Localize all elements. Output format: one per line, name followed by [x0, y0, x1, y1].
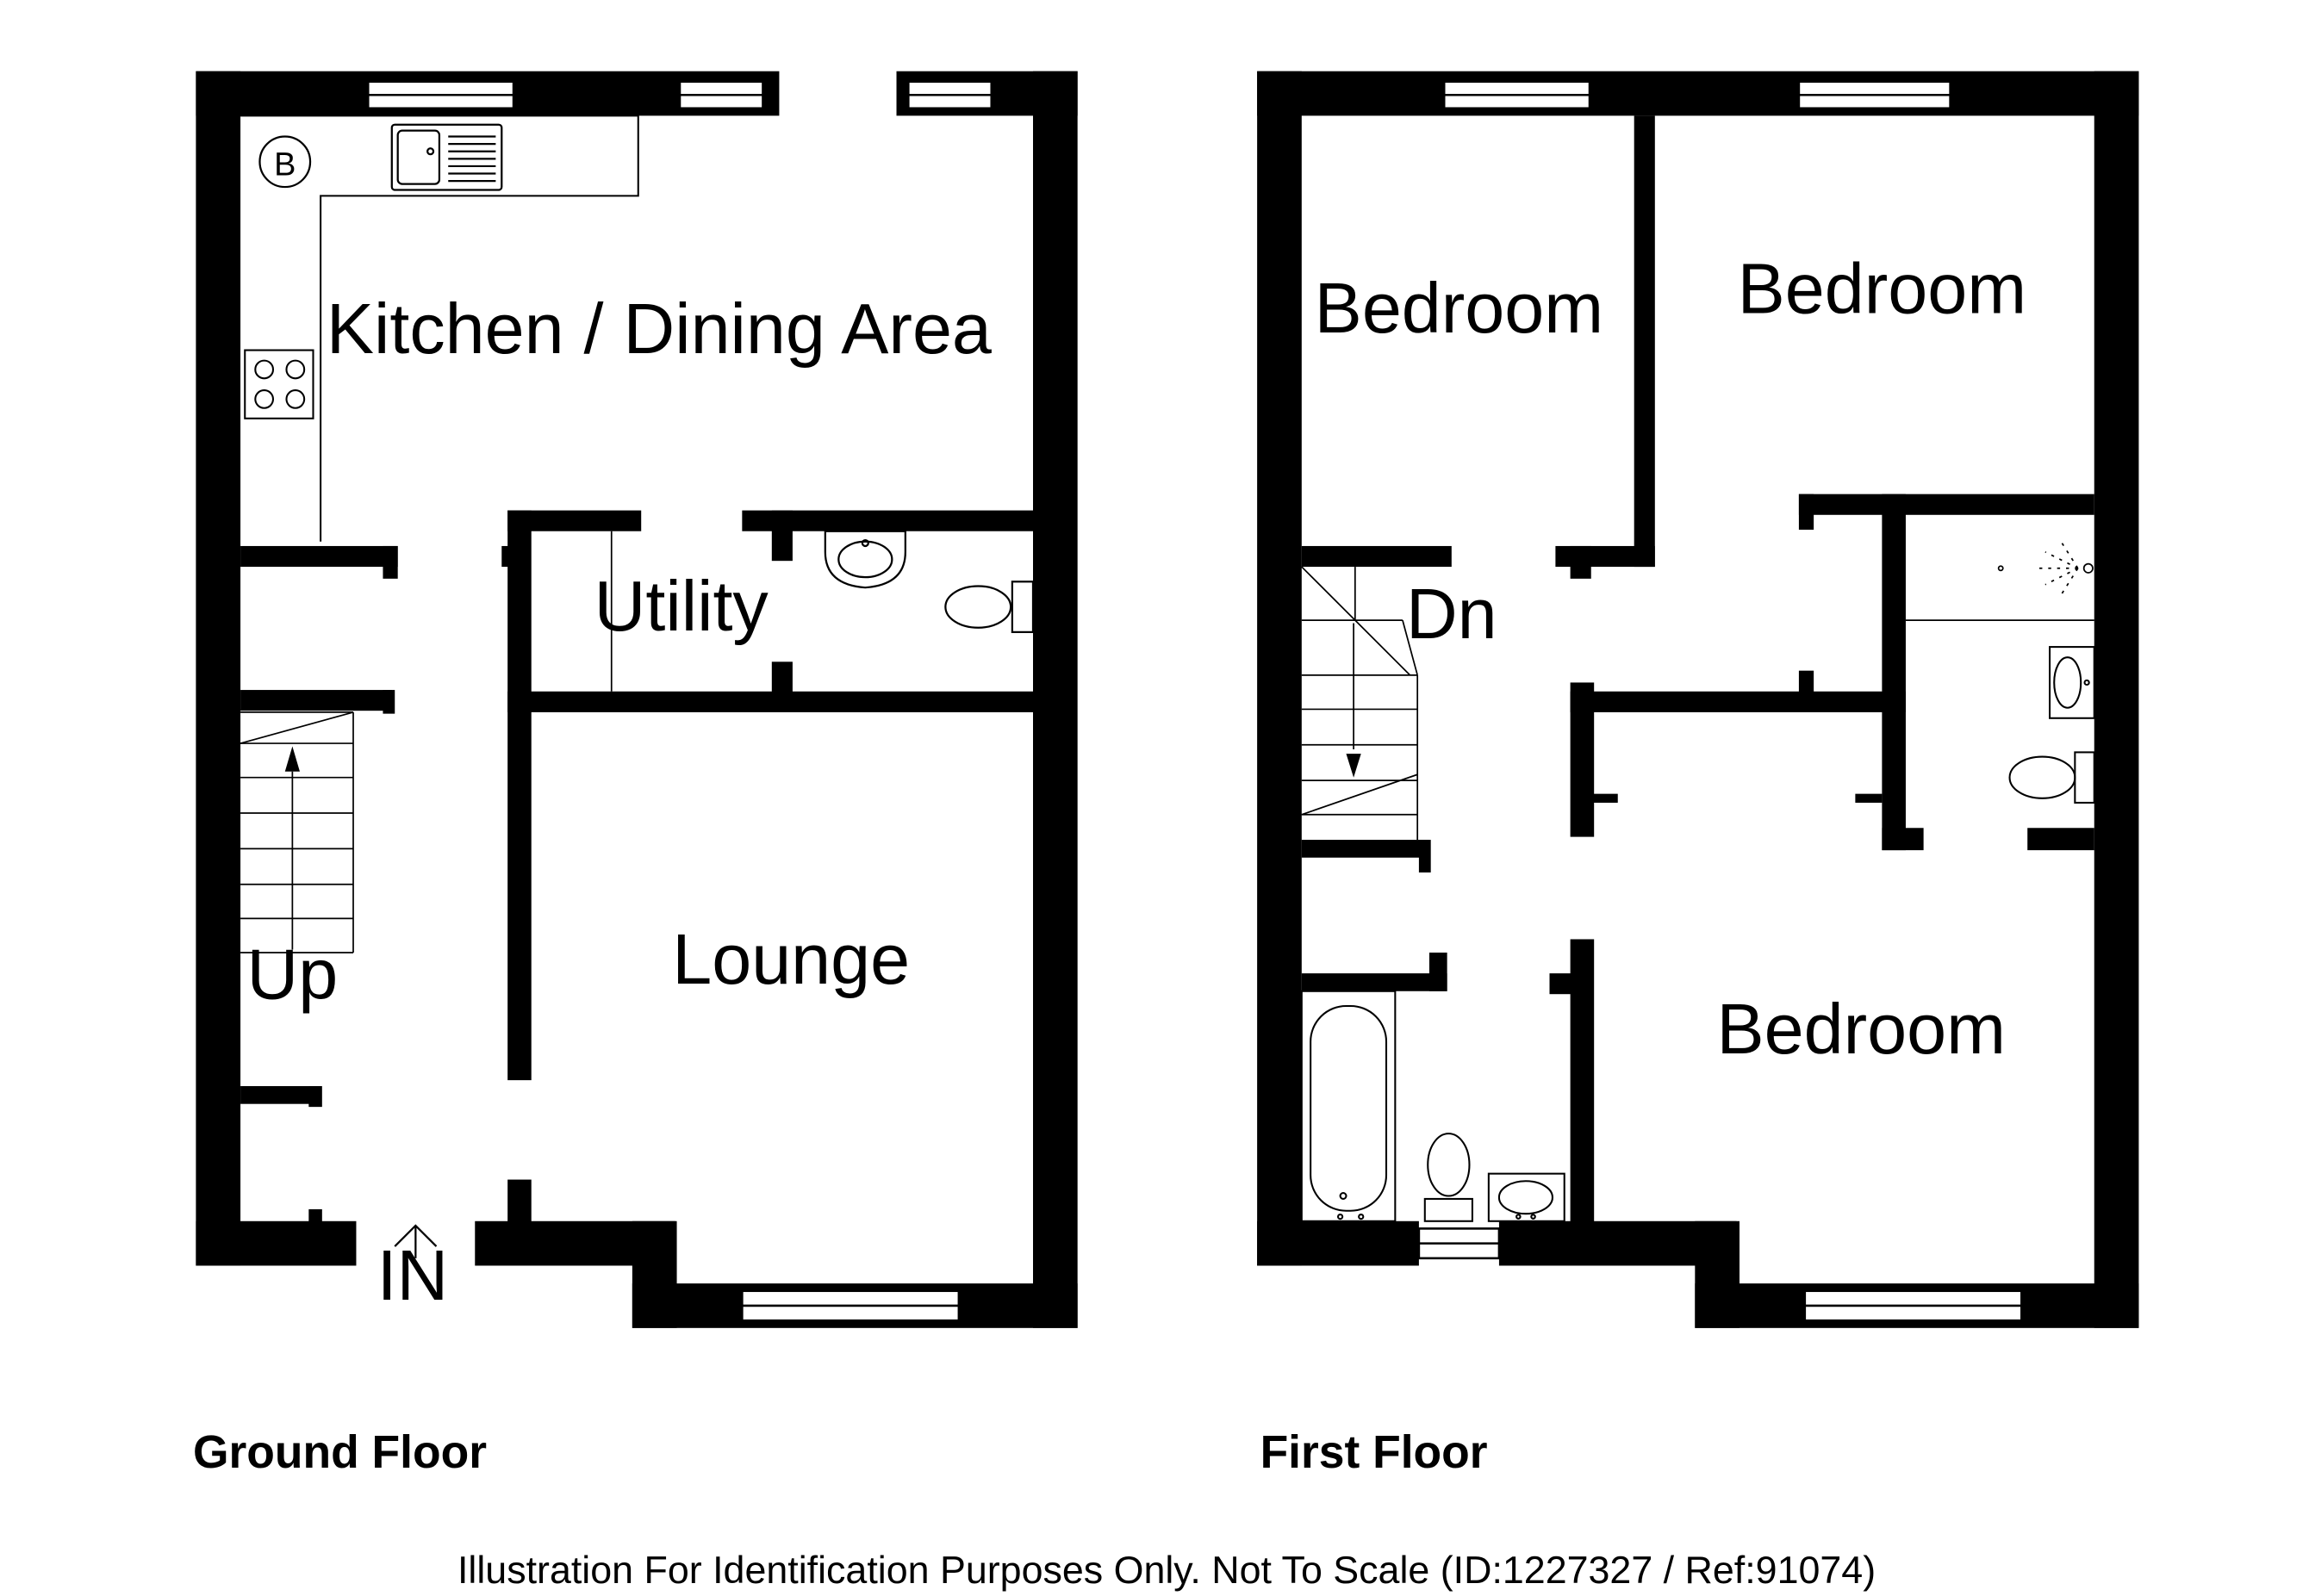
ground-floor-plan: B — [196, 71, 1078, 1328]
first-floor-windows — [1417, 80, 2023, 1322]
entrance-label: IN — [377, 1235, 449, 1315]
toilet-icon — [944, 581, 1035, 633]
boiler-symbol: B — [274, 146, 296, 183]
stairs-down-label: Dn — [1406, 574, 1497, 654]
first-floor-title: First Floor — [1260, 1427, 1488, 1478]
wash-basin-icon — [824, 530, 906, 589]
ensuite-basin-icon — [2049, 646, 2095, 719]
room-label-utility: Utility — [594, 566, 769, 646]
room-label-bedroom-2: Bedroom — [1738, 248, 2026, 328]
room-label-lounge: Lounge — [672, 919, 910, 999]
stairs-down-arrow-icon — [1346, 754, 1361, 778]
room-label-kitchen-dining: Kitchen / Dining Area — [327, 289, 992, 369]
first-floor-stairs — [1301, 566, 1419, 841]
stairs-up-arrow-icon — [284, 746, 300, 772]
kitchen-sink-icon — [390, 123, 503, 191]
disclaimer-text: Illustration For Identification Purposes… — [457, 1549, 1876, 1592]
ground-floor-stairs — [240, 711, 354, 953]
bathroom-toilet-icon — [1423, 1133, 1473, 1222]
room-label-bedroom-3: Bedroom — [1717, 989, 2006, 1069]
bath-icon — [1300, 990, 1397, 1222]
first-floor-plan: Bedroom Bedroom Bedroom Dn — [1257, 71, 2139, 1328]
shower-icon — [1905, 539, 2094, 621]
entrance-arrow-icon — [394, 1224, 438, 1258]
first-floor-walls — [1257, 71, 2139, 1328]
ground-floor-walls — [196, 71, 1078, 1328]
bathroom-basin-icon — [1487, 1172, 1565, 1222]
cooker-hob-icon — [244, 349, 314, 419]
room-label-bedroom-1: Bedroom — [1315, 268, 1603, 348]
ground-floor-windows — [366, 80, 993, 1322]
kitchen-worktop — [240, 115, 639, 542]
boiler-icon — [258, 135, 312, 189]
ground-floor-title: Ground Floor — [193, 1427, 487, 1478]
ensuite-toilet-icon — [2008, 751, 2095, 804]
stairs-up-label: Up — [247, 934, 339, 1014]
